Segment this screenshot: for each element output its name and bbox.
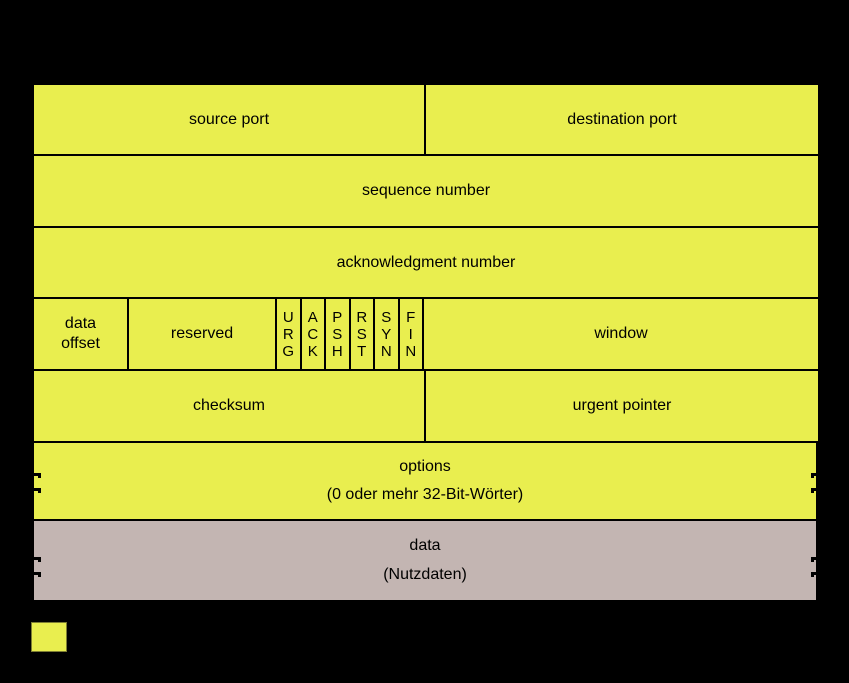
destination-port-label: destination port [567,110,677,128]
row-options: options (0 oder mehr 32-Bit-Wörter) [32,443,820,521]
psh-flag-field: PSH [326,299,351,369]
break-mark-icon [811,557,820,562]
data-payload-subtitle-label: (Nutzdaten) [383,566,467,584]
break-mark-icon [811,488,820,493]
syn-flag-field: SYN [375,299,400,369]
acknowledgment-number-field: acknowledgment number [34,228,818,297]
source-port-field: source port [34,85,426,154]
sequence-number-field: sequence number [34,156,818,226]
window-field: window [424,299,818,369]
break-mark-icon [32,488,41,493]
data-offset-field: data offset [34,299,129,369]
data-offset-label-line2: offset [61,335,100,352]
checksum-label: checksum [192,397,266,414]
psh-flag-label: PSH [331,308,343,360]
syn-flag-label: SYN [380,308,392,360]
row-flags: data offset reserved URG ACK PSH RST SYN… [34,299,818,371]
row-sequence-number: sequence number [34,156,818,228]
break-mark-icon [32,473,41,478]
break-mark-icon [32,557,41,562]
row-acknowledgment-number: acknowledgment number [34,228,818,299]
checksum-field: checksum [34,371,426,441]
destination-port-field: destination port [426,85,818,154]
row-ports: source port destination port [34,85,818,156]
break-mark-icon [811,473,820,478]
options-subtitle-label: (0 oder mehr 32-Bit-Wörter) [326,486,524,504]
acknowledgment-number-label: acknowledgment number [336,253,516,271]
row-data-payload: data (Nutzdaten) [32,521,820,600]
options-label: options [399,457,451,475]
urgent-pointer-field: urgent pointer [426,371,818,441]
break-mark-icon [32,572,41,577]
reserved-field: reserved [129,299,277,369]
rst-flag-field: RST [351,299,375,369]
rst-flag-label: RST [356,308,368,360]
window-label: window [594,325,648,342]
ack-flag-field: ACK [302,299,326,369]
ack-flag-label: ACK [307,308,319,360]
legend-swatch [31,622,67,652]
fin-flag-label: FIN [405,308,417,360]
fin-flag-field: FIN [400,299,424,369]
source-port-label: source port [188,110,270,128]
urgent-pointer-label: urgent pointer [572,397,672,414]
data-payload-label: data [409,536,441,554]
data-payload-field: data (Nutzdaten) [34,521,818,600]
data-offset-label-line1: data [64,315,97,332]
row-checksum: checksum urgent pointer [34,371,818,443]
options-field: options (0 oder mehr 32-Bit-Wörter) [34,443,818,519]
urg-flag-label: URG [282,308,295,360]
reserved-label: reserved [170,325,234,342]
break-mark-icon [811,572,820,577]
urg-flag-field: URG [277,299,302,369]
sequence-number-label: sequence number [361,182,491,199]
tcp-header-diagram: source port destination port sequence nu… [31,82,821,603]
